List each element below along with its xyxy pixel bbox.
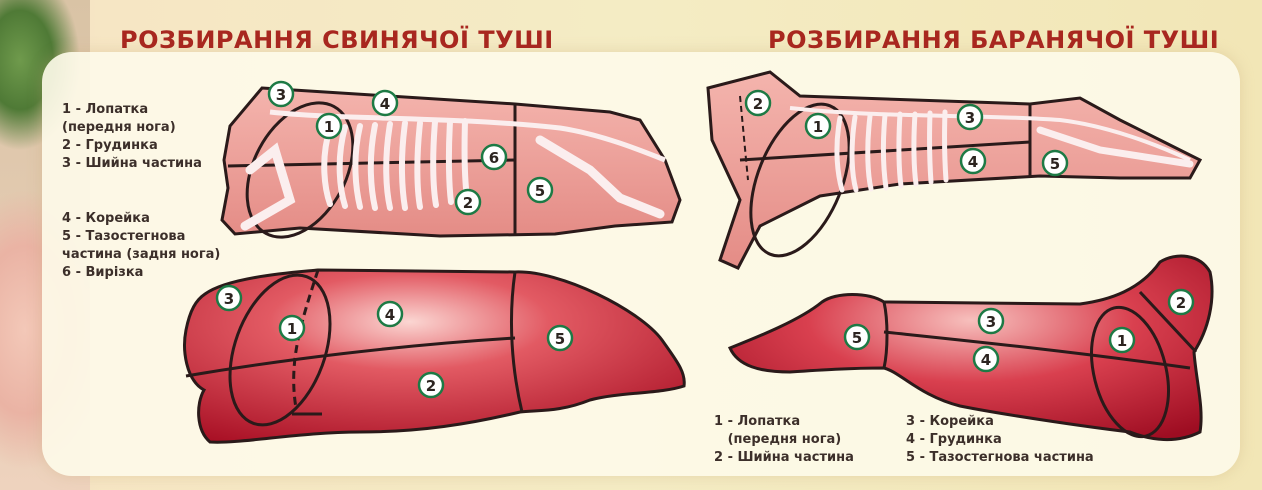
marker-lamb-top-3: 3 <box>958 105 982 129</box>
svg-text:3: 3 <box>276 86 286 104</box>
marker-pork-bottom-3: 3 <box>217 286 241 310</box>
svg-text:2: 2 <box>753 95 763 113</box>
svg-text:3: 3 <box>986 313 996 331</box>
marker-pork-top-6: 6 <box>482 145 506 169</box>
marker-lamb-bottom-4: 4 <box>974 347 998 371</box>
svg-text:4: 4 <box>981 351 991 369</box>
svg-text:4: 4 <box>380 95 390 113</box>
svg-text:1: 1 <box>324 118 334 136</box>
svg-text:1: 1 <box>813 118 823 136</box>
pork-carcass-cuts-3d <box>185 261 685 442</box>
marker-lamb-bottom-2: 2 <box>1169 290 1193 314</box>
marker-lamb-top-4: 4 <box>961 149 985 173</box>
marker-pork-top-2: 2 <box>456 190 480 214</box>
marker-pork-top-5: 5 <box>528 178 552 202</box>
svg-text:5: 5 <box>1050 155 1060 173</box>
marker-pork-bottom-5: 5 <box>548 326 572 350</box>
marker-pork-top-1: 1 <box>317 114 341 138</box>
svg-text:3: 3 <box>965 109 975 127</box>
svg-text:4: 4 <box>968 153 978 171</box>
svg-text:2: 2 <box>426 377 436 395</box>
svg-text:1: 1 <box>1117 332 1127 350</box>
marker-pork-bottom-1: 1 <box>280 316 304 340</box>
svg-text:1: 1 <box>287 320 297 338</box>
marker-pork-top-3: 3 <box>269 82 293 106</box>
svg-text:5: 5 <box>535 182 545 200</box>
marker-pork-bottom-4: 4 <box>378 302 402 326</box>
svg-text:2: 2 <box>1176 294 1186 312</box>
marker-lamb-bottom-1: 1 <box>1110 328 1134 352</box>
marker-lamb-top-5: 5 <box>1043 151 1067 175</box>
svg-text:6: 6 <box>489 149 499 167</box>
marker-lamb-top-2: 2 <box>746 91 770 115</box>
svg-text:5: 5 <box>852 329 862 347</box>
marker-pork-bottom-2: 2 <box>419 373 443 397</box>
lamb-carcass-side-view <box>708 72 1200 270</box>
pork-carcass-side-view <box>222 85 680 255</box>
svg-text:2: 2 <box>463 194 473 212</box>
svg-text:5: 5 <box>555 330 565 348</box>
marker-lamb-bottom-5: 5 <box>845 325 869 349</box>
marker-lamb-bottom-3: 3 <box>979 309 1003 333</box>
marker-pork-top-4: 4 <box>373 91 397 115</box>
marker-lamb-top-1: 1 <box>806 114 830 138</box>
svg-text:4: 4 <box>385 306 395 324</box>
svg-text:3: 3 <box>224 290 234 308</box>
lamb-carcass-cuts-3d <box>730 256 1212 445</box>
